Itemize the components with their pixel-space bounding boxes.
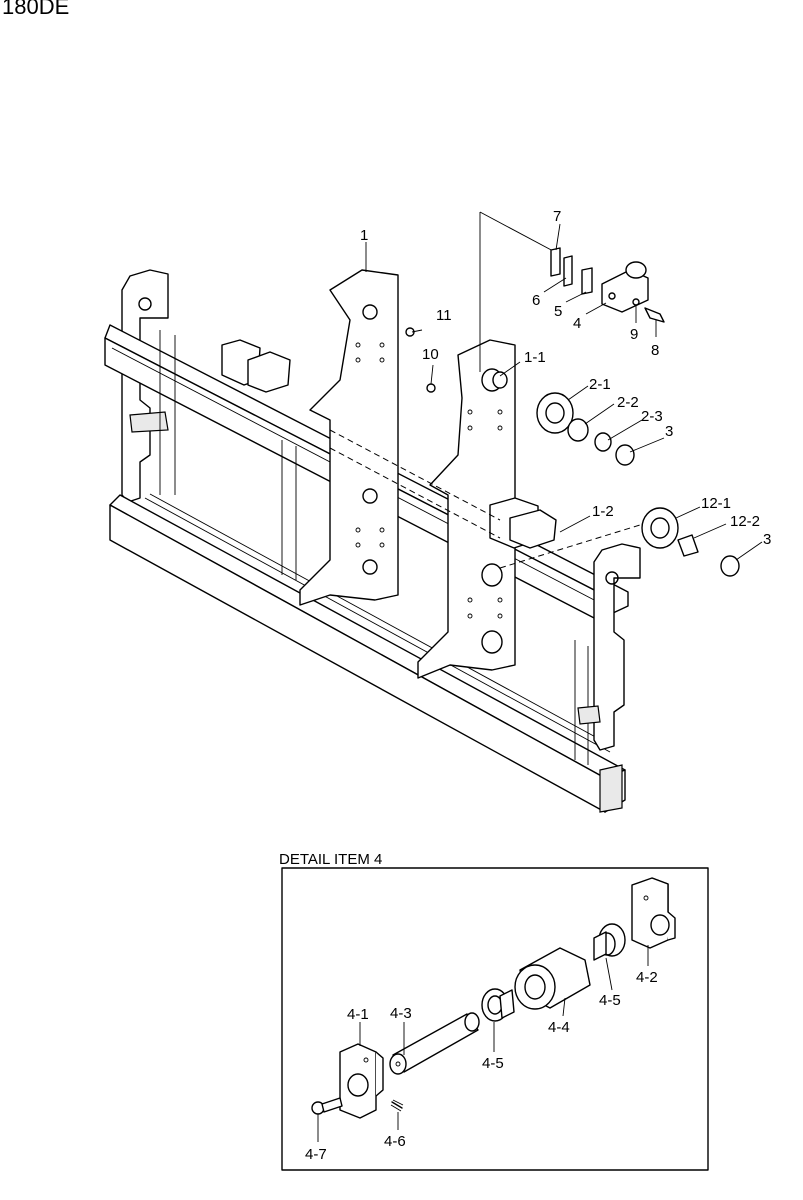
page-title: 180DE — [2, 0, 70, 19]
detail-labels: 4-1 4-2 4-3 4-4 4-5 4-5 4-6 4-7 — [305, 969, 658, 1163]
detail-part-4-4 — [514, 947, 591, 1017]
label-3-upper: 3 — [665, 423, 673, 440]
label-4-4: 4-4 — [548, 1019, 570, 1036]
detail-frame — [281, 867, 709, 1171]
bracket-assembly-4 — [479, 211, 665, 372]
label-6: 6 — [532, 292, 540, 309]
label-10: 10 — [422, 346, 439, 363]
bolt-10 — [426, 383, 436, 393]
roller-shaft-lower — [481, 563, 503, 654]
label-8: 8 — [651, 342, 659, 359]
label-12-1: 12-1 — [701, 495, 731, 512]
label-5: 5 — [554, 303, 562, 320]
label-4-5-left: 4-5 — [482, 1055, 504, 1072]
detail-title: DETAIL ITEM 4 — [279, 851, 382, 868]
label-4-7: 4-7 — [305, 1146, 327, 1163]
detail-part-4-2 — [631, 877, 676, 966]
detail-part-4-1 — [339, 1022, 384, 1119]
label-9: 9 — [630, 326, 638, 343]
detail-part-4-7 — [311, 1097, 343, 1142]
label-3-lower: 3 — [763, 531, 771, 548]
label-11: 11 — [436, 307, 452, 324]
detail-part-4-3 — [389, 1012, 480, 1075]
detail-part-4-5-right — [593, 923, 626, 991]
detail-part-4-6 — [390, 1099, 404, 1130]
detail-part-4-5-left — [481, 988, 515, 1052]
label-1-2: 1-2 — [592, 503, 614, 520]
label-1-1: 1-1 — [524, 349, 546, 366]
label-4-5-right: 4-5 — [599, 992, 621, 1009]
leader-lines — [365, 223, 763, 561]
label-4: 4 — [573, 315, 581, 332]
label-12-2: 12-2 — [730, 513, 760, 530]
fork-hanger-left — [299, 269, 399, 606]
label-1: 1 — [360, 227, 368, 244]
label-7: 7 — [553, 208, 561, 225]
label-2-3: 2-3 — [641, 408, 663, 425]
label-2-2: 2-2 — [617, 394, 639, 411]
hook-brackets — [221, 339, 557, 549]
label-2-1: 2-1 — [589, 376, 611, 393]
bearing-group-upper — [536, 392, 635, 466]
hidden-shaft-lines — [329, 429, 641, 590]
label-4-6: 4-6 — [384, 1133, 406, 1150]
label-4-2: 4-2 — [636, 969, 658, 986]
callout-labels: 1 7 6 5 4 9 8 11 10 1-1 2-1 2-2 2-3 3 1-… — [360, 208, 771, 548]
roller-shaft-upper — [481, 368, 508, 392]
label-4-3: 4-3 — [390, 1005, 412, 1022]
label-4-1: 4-1 — [347, 1006, 369, 1023]
bearing-group-lower — [641, 507, 740, 577]
